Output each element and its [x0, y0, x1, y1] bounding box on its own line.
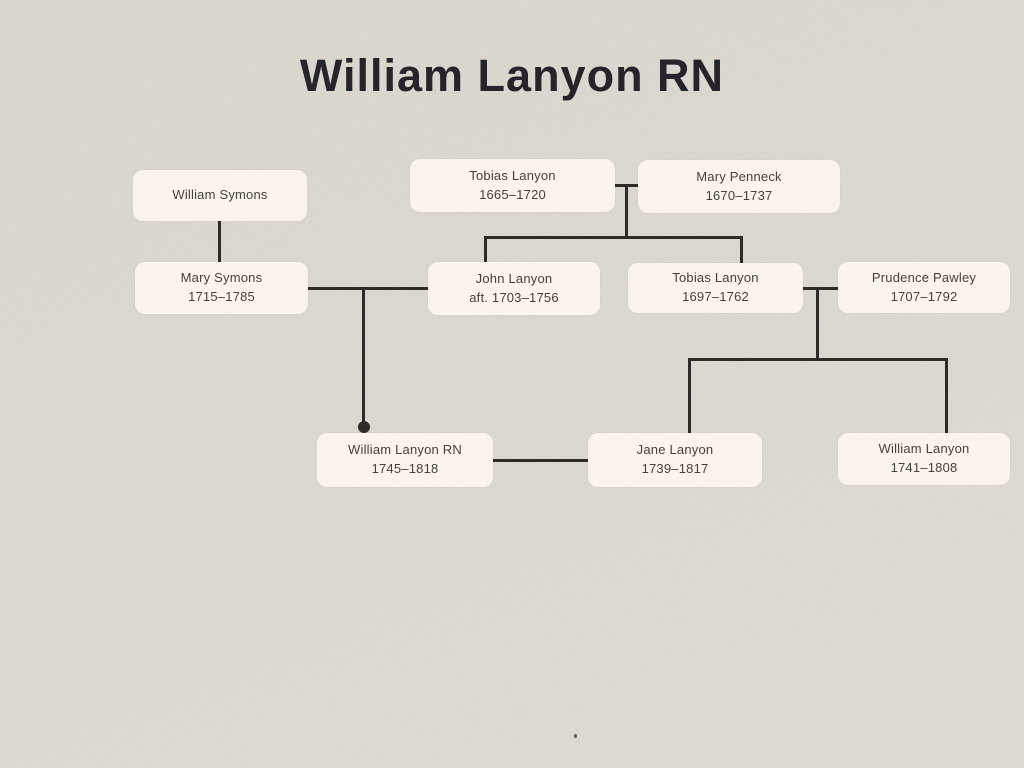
person-name: William Lanyon: [878, 441, 970, 457]
person-card-tobias-lanyon-sr: Tobias Lanyon 1665–1720: [410, 159, 615, 212]
person-name: Jane Lanyon: [636, 442, 714, 458]
person-dates: 1739–1817: [641, 461, 709, 476]
connector-drop-johnlanyon: [484, 236, 487, 262]
person-name: Mary Symons: [180, 270, 263, 286]
connector-tobiasjr-children-bar: [688, 358, 948, 361]
person-name: William Symons: [172, 187, 268, 203]
person-card-william-symons: William Symons: [133, 170, 307, 221]
person-dates: 1715–1785: [188, 289, 255, 304]
person-card-tobias-lanyon-jr: Tobias Lanyon 1697–1762: [628, 263, 803, 313]
person-card-william-lanyon-jr: William Lanyon 1741–1808: [838, 433, 1010, 485]
person-card-william-lanyon-rn: William Lanyon RN 1745–1818: [317, 433, 493, 487]
connector-drop-janelanyon: [688, 358, 691, 433]
person-card-jane-lanyon: Jane Lanyon 1739–1817: [588, 433, 762, 487]
connector-tobiasjr-descent-drop: [816, 287, 819, 360]
page-title: William Lanyon RN: [299, 50, 725, 101]
person-dates: 1670–1737: [705, 187, 773, 203]
person-dates: 1697–1762: [682, 289, 749, 304]
line-end-dot: [358, 421, 370, 433]
person-dates: aft. 1703–1756: [469, 289, 559, 305]
person-dates: 1707–1792: [890, 288, 958, 304]
connector-williamrn-jane-marriage: [493, 459, 588, 462]
connector-drop-tobiasjr: [740, 236, 743, 263]
connector-tobiassr-descent-drop: [625, 184, 628, 238]
person-name: Prudence Pawley: [871, 269, 977, 285]
person-card-mary-symons: Mary Symons 1715–1785: [135, 262, 308, 314]
person-name: William Lanyon RN: [348, 442, 462, 458]
connector-drop-williamlanyonjr: [945, 358, 948, 433]
ink-speck: [574, 734, 577, 738]
person-card-mary-penneck: Mary Penneck 1670–1737: [638, 160, 840, 213]
person-card-john-lanyon: John Lanyon aft. 1703–1756: [428, 262, 600, 315]
person-name: John Lanyon: [475, 270, 553, 286]
person-dates: 1745–1818: [371, 461, 439, 476]
connector-drop-williamlanyonrn: [362, 287, 365, 425]
connector-tobiasjr-prudence-marriage: [803, 287, 838, 290]
connector-tobiassr-children-bar: [484, 236, 743, 239]
connector-marysymons-johnlanyon-marriage: [308, 287, 428, 290]
person-name: Mary Penneck: [696, 168, 782, 184]
person-name: Tobias Lanyon: [672, 270, 759, 286]
person-name: Tobias Lanyon: [469, 167, 556, 183]
person-dates: 1741–1808: [890, 460, 958, 475]
person-card-prudence-pawley: Prudence Pawley 1707–1792: [838, 262, 1010, 313]
connector-williamsymons-marysymons: [218, 221, 221, 262]
person-dates: 1665–1720: [479, 186, 546, 202]
